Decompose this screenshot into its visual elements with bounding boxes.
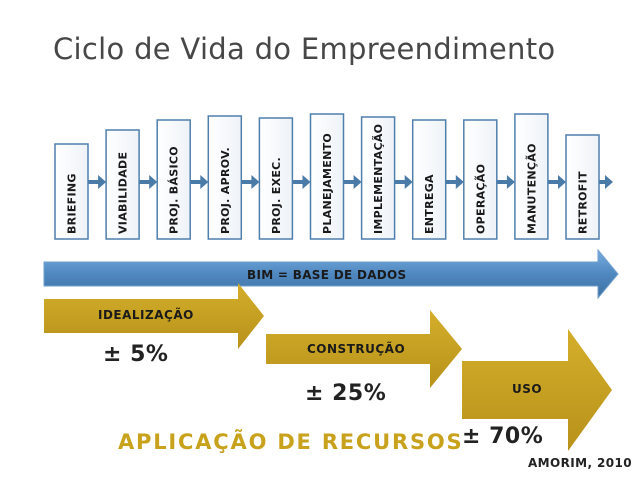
percent-idealizacao: ± 5%: [103, 342, 169, 367]
stage-connector-arrow: [445, 175, 464, 189]
phase-arrow-uso: [462, 329, 612, 451]
stage-box: [360, 116, 396, 240]
phase-arrow-idealizacao: [44, 283, 264, 349]
stage-label: OPERAÇÃO: [474, 164, 487, 234]
phase-arrow-construcao: [266, 310, 462, 388]
stage-connector-arrow: [292, 175, 311, 189]
stage-box: [514, 113, 549, 240]
stage-connectors: [88, 175, 613, 189]
stage-box: [309, 113, 345, 240]
percent-uso: ± 70%: [462, 424, 544, 449]
stage-label: PROJ. APROV.: [219, 147, 232, 234]
stage-label: PLANEJAMENTO: [321, 133, 334, 234]
bim-label: BIM = BASE DE DADOS: [247, 268, 407, 282]
stage-label: VIABILIDADE: [117, 152, 130, 234]
stage-connector-arrow: [343, 175, 362, 189]
stage-connector-arrow: [139, 175, 158, 189]
resource-application-label: APLICAÇÃO DE RECURSOS: [118, 430, 464, 454]
stage-label: IMPLEMENTAÇÃO: [372, 124, 385, 234]
stage-box: [411, 119, 447, 240]
stage-box: [54, 143, 89, 240]
phase-label-idealizacao: IDEALIZAÇÃO: [98, 308, 194, 322]
stage-label: RETROFIT: [577, 171, 590, 234]
stage-box: [565, 134, 600, 240]
bim-arrow: [43, 248, 619, 300]
page-title: Ciclo de Vida do Empreendimento: [53, 32, 556, 66]
stage-connector-arrow: [190, 175, 209, 189]
stage-end-arrow: [599, 175, 613, 189]
stage-label: ENTREGA: [423, 174, 436, 234]
credit-label: AMORIM, 2010: [528, 456, 633, 470]
stage-label: MANUTENÇÃO: [525, 143, 538, 234]
stage-box: [105, 129, 140, 240]
stage-label: PROJ. BÁSICO: [168, 146, 181, 234]
stage-connector-arrow: [496, 175, 515, 189]
stage-connector-arrow: [241, 175, 260, 189]
stage-connector-arrow: [88, 175, 107, 189]
stage-connector-arrow: [394, 175, 413, 189]
percent-construcao: ± 25%: [305, 381, 387, 406]
stage-boxes: BRIEFING VIABILIDADE PROJ. BÁSICO PROJ. APR…: [54, 113, 600, 240]
stage-box: [156, 119, 191, 240]
phase-label-construcao: CONSTRUÇÃO: [307, 342, 406, 356]
stage-label: BRIEFING: [66, 173, 79, 234]
stage-box: [207, 115, 243, 240]
phase-label-uso: USO: [512, 382, 543, 396]
stage-box: [463, 119, 498, 240]
stage-box: [258, 117, 294, 240]
stage-label: PROJ. EXEC.: [270, 157, 283, 234]
stage-connector-arrow: [547, 175, 566, 189]
